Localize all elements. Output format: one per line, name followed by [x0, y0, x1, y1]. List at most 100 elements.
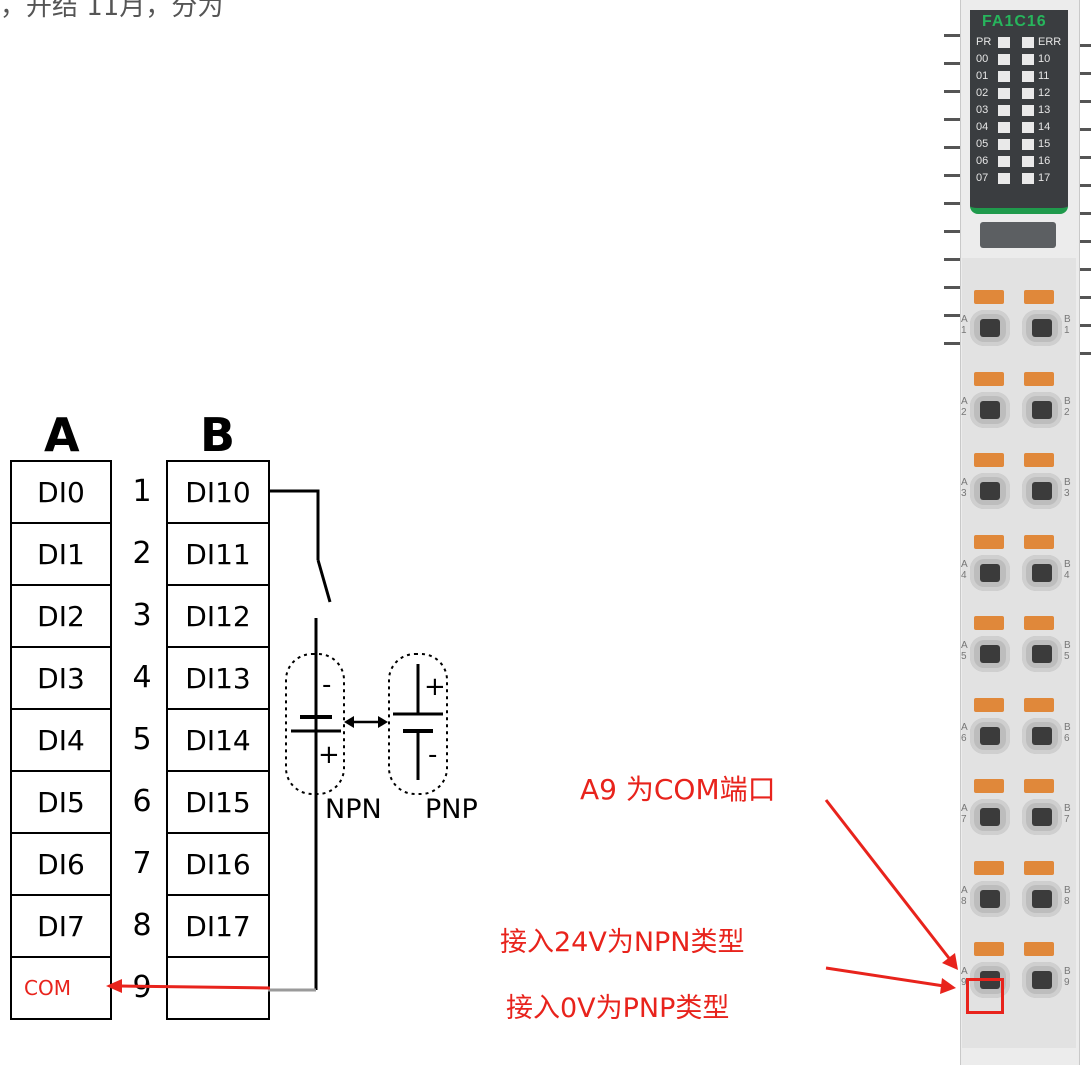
module-model: FA1C16	[982, 13, 1047, 30]
orange-release-tab	[1024, 860, 1054, 875]
module-pin	[1078, 156, 1091, 159]
clamp-opening	[1032, 889, 1052, 908]
terminal-number: 8	[1064, 895, 1070, 907]
led-label: 10	[1038, 53, 1051, 65]
swap-arrow-icon	[344, 716, 388, 728]
clamp-opening	[1032, 808, 1052, 826]
led-indicator	[998, 37, 1010, 48]
terminal-clamp	[1022, 391, 1062, 428]
led-label: 11	[1038, 70, 1050, 82]
com-port-annotation: A9 为COM端口	[580, 773, 776, 806]
row-number: 6	[132, 784, 152, 819]
side-a-letter: A	[961, 966, 968, 977]
led-indicator	[998, 122, 1010, 133]
module-pin	[1078, 352, 1091, 355]
side-a-letter: A	[961, 558, 968, 570]
com-cell: COM	[10, 956, 112, 1020]
clamp-opening	[1032, 645, 1052, 663]
pnp-supply-box	[388, 653, 448, 795]
terminal-clamp	[1022, 310, 1062, 346]
module-pin	[944, 202, 962, 205]
led-indicator	[1022, 139, 1034, 150]
terminal-number: 3	[961, 488, 967, 499]
led-label: 06	[976, 155, 989, 167]
led-label: 16	[1038, 155, 1051, 167]
led-label: 02	[976, 87, 989, 99]
orange-release-tab	[974, 860, 1004, 875]
terminal-number: 9	[1064, 977, 1070, 988]
module-pin	[1078, 184, 1091, 187]
terminal-b-cell: DI11	[166, 522, 270, 586]
clamp-opening	[980, 726, 1000, 745]
row-number: 4	[132, 660, 152, 695]
orange-release-tab	[974, 453, 1004, 467]
side-a-letter: A	[961, 884, 968, 896]
led-indicator	[998, 54, 1010, 65]
led-indicator	[1022, 173, 1034, 184]
terminal-clamp	[1022, 636, 1062, 672]
row-number: 5	[132, 722, 152, 757]
side-a-letter: A	[961, 395, 968, 407]
module-pin	[944, 230, 962, 233]
orange-release-tab	[1024, 453, 1054, 467]
terminal-clamp	[970, 636, 1010, 672]
module-pin	[944, 174, 962, 177]
module-pin	[944, 258, 962, 261]
terminal-number: 2	[961, 406, 967, 418]
side-a-letter: A	[961, 640, 968, 651]
terminal-a-cell: DI2	[10, 584, 112, 648]
terminal-clamp	[970, 310, 1010, 346]
terminal-number: 6	[1064, 732, 1070, 744]
clamp-opening	[980, 645, 1000, 663]
terminal-clamp	[1022, 880, 1062, 917]
side-b-letter: B	[1064, 558, 1071, 570]
led-indicator	[998, 105, 1010, 116]
terminal-number: 7	[1064, 814, 1070, 825]
orange-release-tab	[974, 371, 1004, 386]
terminal-number: 5	[1064, 651, 1070, 662]
terminal-number: 1	[961, 325, 967, 336]
side-b-letter: B	[1064, 966, 1071, 977]
led-indicator	[998, 156, 1010, 167]
column-b-heading: B	[200, 408, 236, 462]
terminal-number: 4	[1064, 569, 1070, 581]
module-pin	[1078, 240, 1091, 243]
terminal-clamp	[1022, 799, 1062, 835]
terminal-b-cell: DI12	[166, 584, 270, 648]
npn-label: NPN	[325, 794, 382, 825]
clamp-opening	[980, 889, 1000, 908]
terminal-clamp	[970, 554, 1010, 591]
terminal-clamp	[970, 391, 1010, 428]
module-pin	[944, 342, 962, 345]
row-number: 1	[132, 474, 152, 509]
side-a-letter: A	[961, 477, 968, 488]
terminal-number: 1	[1064, 325, 1070, 336]
led-indicator	[998, 71, 1010, 82]
led-label: 17	[1038, 172, 1051, 184]
led-indicator	[998, 173, 1010, 184]
clamp-opening	[1032, 563, 1052, 582]
side-b-letter: B	[1064, 884, 1071, 896]
a9-highlight	[966, 978, 1004, 1014]
column-a-heading: A	[44, 408, 80, 462]
orange-release-tab	[1024, 534, 1054, 549]
orange-release-tab	[974, 779, 1004, 793]
supply-note-arrow	[825, 966, 956, 994]
terminal-b-cell: DI15	[166, 770, 270, 834]
terminal-clamp	[970, 717, 1010, 754]
orange-release-tab	[974, 697, 1004, 712]
module-pin	[1078, 100, 1091, 103]
led-label: ERR	[1038, 36, 1062, 48]
module-pin	[944, 118, 962, 121]
side-a-letter: A	[961, 721, 968, 733]
com-port-arrow	[824, 799, 958, 970]
